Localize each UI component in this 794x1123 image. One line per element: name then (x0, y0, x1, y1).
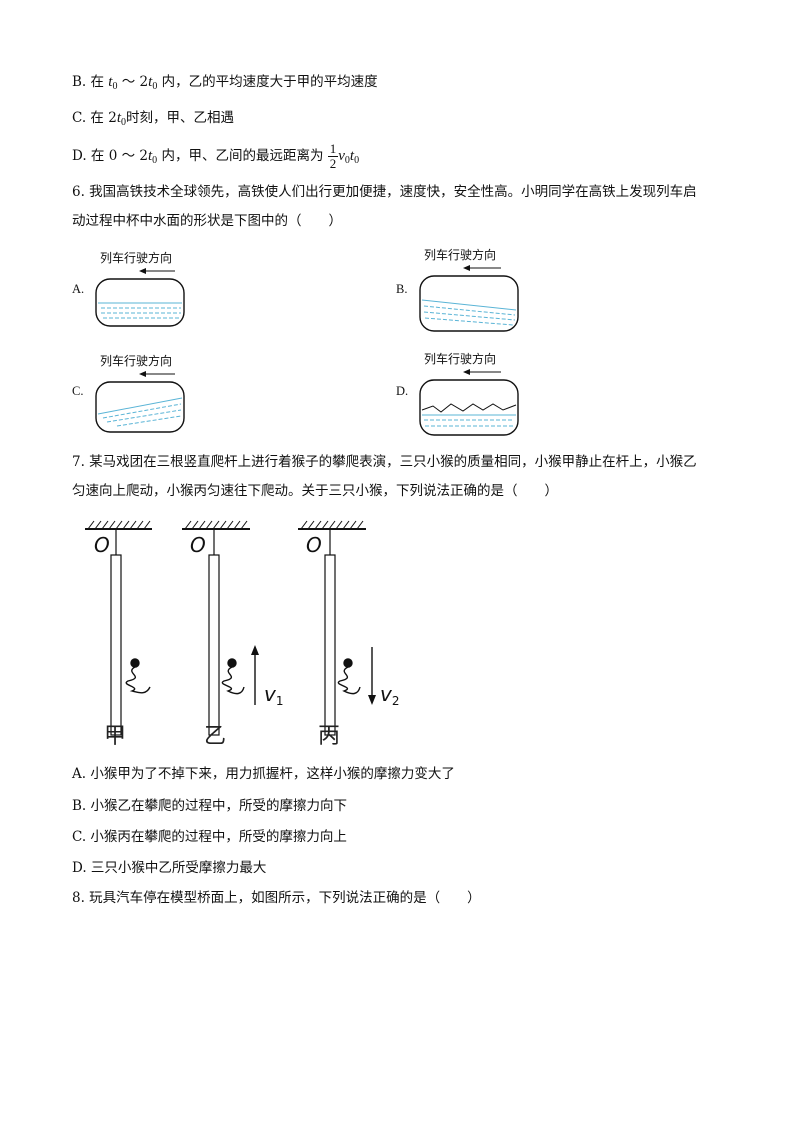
t-symbol: t (147, 148, 153, 164)
arrow-head (139, 371, 146, 377)
pole-jia: O (85, 520, 152, 736)
water-surface (97, 397, 183, 415)
pole (208, 554, 220, 736)
q5-d-suffix: 内，甲、乙间的最远距离为 (157, 148, 328, 164)
cup-outline (95, 381, 185, 433)
arrow-head (251, 645, 259, 655)
arrow-head (463, 369, 470, 375)
t-symbol: t (108, 74, 113, 90)
q6-option-c-figure: 列车行驶方向 (95, 350, 195, 440)
wavy-water-surface (421, 403, 517, 413)
ceiling-hatch (87, 520, 151, 530)
v-symbol: v (338, 148, 345, 164)
water-line (106, 409, 182, 423)
subscript: 0 (120, 117, 126, 128)
monkey (125, 658, 151, 694)
pivot-label: O (94, 533, 110, 557)
water-line (116, 415, 182, 427)
water-line (423, 305, 516, 316)
t-symbol: t (116, 110, 121, 126)
water-line (102, 403, 182, 419)
cup-diagram-b: 列车行驶方向 (419, 247, 519, 332)
q5-b-suffix: 内，乙的平均速度大于甲的平均速度 (157, 74, 378, 90)
subscript: 0 (344, 155, 350, 166)
q6-option-c-label: C. (72, 384, 84, 398)
subscript: 1 (276, 694, 284, 708)
q5-option-b: B. 在 t0 ～ 2t0 内，乙的平均速度大于甲的平均速度 (72, 72, 378, 97)
monkey (221, 658, 245, 695)
fraction-denominator: 2 (329, 156, 337, 171)
cup-outline (419, 379, 519, 436)
v1-label: v1 (264, 682, 283, 708)
v2-label: v2 (380, 682, 399, 708)
pivot-label: O (306, 533, 322, 557)
pole (324, 554, 336, 736)
q7-option-d: D. 三只小猴中乙所受摩擦力最大 (72, 860, 267, 876)
ceiling-hatch (300, 520, 364, 530)
t-symbol: t (349, 148, 355, 164)
v-symbol: v (264, 682, 277, 706)
water-line (423, 311, 516, 321)
q7-option-b: B. 小猴乙在攀爬的过程中，所受的摩擦力向下 (72, 798, 348, 814)
v-symbol: v (380, 682, 393, 706)
ceiling-hatch (184, 520, 248, 530)
monkey-poles-diagram: O O v1 (85, 520, 399, 736)
direction-label: 列车行驶方向 (100, 353, 172, 368)
water-surface (421, 299, 517, 311)
q7-option-a: A. 小猴甲为了不掉下来，用力抓握杆，这样小猴的摩擦力变大了 (72, 766, 455, 782)
cup-outline (419, 275, 519, 332)
pivot-label: O (190, 533, 206, 557)
q5-c-prefix: C. 在 2 (72, 110, 117, 126)
q5-b-prefix: B. 在 (72, 74, 109, 90)
q5-c-suffix: 时刻，甲、乙相遇 (125, 110, 234, 126)
fraction-numerator: 1 (327, 141, 339, 157)
q6-option-d-figure: 列车行驶方向 (419, 348, 523, 442)
direction-label: 列车行驶方向 (424, 351, 496, 366)
q5-b-mid: ～ 2 (117, 74, 149, 90)
t-symbol: t (148, 74, 153, 90)
cup-diagram-a: 列车行驶方向 (95, 250, 185, 327)
caption-bing: 丙 (318, 724, 341, 749)
q6-stem-line1: 6. 我国高铁技术全球领先，高铁使人们出行更加便捷，速度快，安全性高。小明同学在… (72, 184, 697, 200)
direction-label: 列车行驶方向 (424, 247, 496, 262)
q5-d-prefix: D. 在 0 ～ 2 (72, 148, 148, 164)
cup-diagram-d: 列车行驶方向 (419, 351, 519, 436)
cup-outline (95, 278, 185, 327)
q6-option-a-label: A. (72, 282, 85, 296)
q7-option-c: C. 小猴丙在攀爬的过程中，所受的摩擦力向上 (72, 829, 347, 845)
pole-bing: O v2 (298, 520, 399, 736)
arrow-head (368, 695, 376, 705)
monkey (337, 658, 361, 695)
subscript: 0 (152, 81, 158, 92)
arrow-head (463, 265, 470, 271)
q5-option-c: C. 在 2t0时刻，甲、乙相遇 (72, 108, 234, 133)
subscript: 2 (392, 694, 400, 708)
cup-diagram-c: 列车行驶方向 (95, 353, 185, 433)
water-line (424, 317, 514, 326)
q8-stem-line1: 8. 玩具汽车停在模型桥面上，如图所示，下列说法正确的是（ ） (72, 890, 481, 906)
q6-option-d-label: D. (396, 384, 409, 398)
caption-jia: 甲 (104, 724, 127, 749)
pole-yi: O v1 (182, 520, 283, 736)
subscript: 0 (112, 81, 118, 92)
q6-stem-line2: 动过程中杯中水面的形状是下图中的（ ） (72, 213, 342, 229)
q6-option-a-figure: 列车行驶方向 (95, 248, 195, 334)
q7-monkey-figure: O O v1 (80, 515, 420, 749)
subscript: 0 (152, 155, 158, 166)
q7-stem-line1: 7. 某马戏团在三根竖直爬杆上进行着猴子的攀爬表演，三只小猴的质量相同，小猴甲静… (72, 454, 697, 470)
q7-stem-line2: 匀速向上爬动，小猴丙匀速往下爬动。关于三只小猴，下列说法正确的是（ ） (72, 483, 558, 499)
q6-option-b-label: B. (396, 282, 408, 296)
q6-option-b-figure: 列车行驶方向 (419, 244, 523, 338)
subscript: 0 (354, 155, 360, 166)
arrow-head (139, 268, 146, 274)
pole (110, 554, 122, 736)
direction-label: 列车行驶方向 (100, 250, 172, 265)
caption-yi: 乙 (204, 724, 227, 749)
